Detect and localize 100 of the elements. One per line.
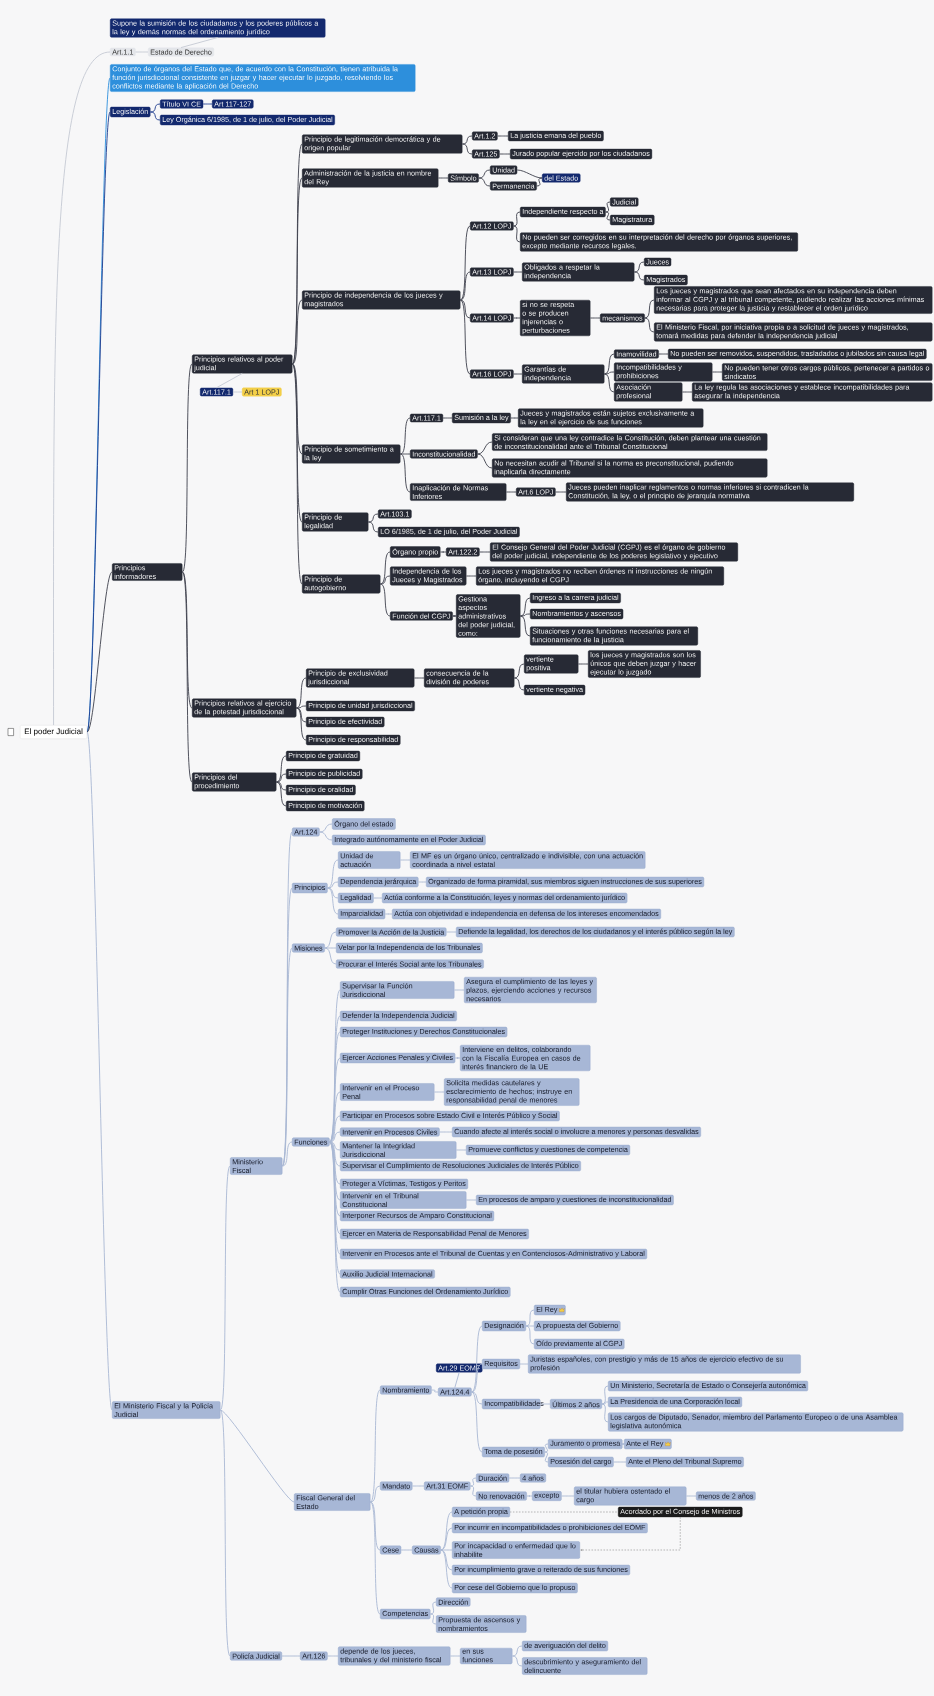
connector — [477, 441, 493, 455]
connector — [513, 677, 525, 691]
connector — [519, 597, 531, 617]
connector — [319, 831, 333, 841]
connector — [589, 317, 601, 319]
connector — [384, 913, 393, 915]
connector — [291, 363, 303, 455]
connector — [86, 571, 113, 733]
connector — [459, 271, 471, 301]
connector — [150, 103, 161, 113]
connector — [327, 1655, 339, 1657]
connector — [429, 1601, 437, 1615]
connector — [327, 859, 339, 889]
connector — [510, 417, 519, 419]
connector — [461, 135, 473, 145]
connector — [181, 571, 193, 709]
connector — [465, 1199, 477, 1201]
connector — [681, 391, 693, 393]
connector — [433, 1091, 445, 1093]
connector — [329, 1141, 341, 1167]
connector — [519, 613, 531, 617]
connector — [275, 781, 287, 807]
connector — [454, 1371, 460, 1389]
connector — [399, 453, 411, 455]
connector — [369, 1501, 381, 1615]
connector — [459, 299, 471, 375]
connector — [295, 707, 307, 741]
connector — [536, 177, 543, 187]
connector — [440, 1549, 453, 1589]
connector — [418, 881, 427, 883]
connector — [429, 1613, 437, 1625]
connector — [327, 887, 339, 899]
connector — [399, 453, 411, 493]
connector — [439, 1131, 453, 1133]
connector — [580, 1516, 681, 1551]
connector — [324, 947, 337, 965]
connector — [53, 51, 111, 726]
connector — [295, 707, 307, 723]
connector — [633, 261, 645, 273]
connector — [367, 521, 379, 533]
connector — [202, 103, 213, 105]
connector — [465, 575, 477, 577]
connector — [461, 143, 473, 155]
connector — [181, 363, 193, 573]
connector — [513, 211, 521, 227]
connector — [603, 353, 615, 375]
connector — [181, 571, 193, 783]
connector — [505, 491, 517, 493]
connector — [513, 271, 523, 273]
connector — [526, 1495, 533, 1497]
connector — [471, 1363, 483, 1393]
connector — [455, 1149, 467, 1151]
connector — [399, 417, 411, 455]
connector — [479, 551, 491, 553]
connector — [369, 1485, 381, 1503]
connector — [477, 453, 493, 469]
connector — [601, 1401, 609, 1405]
connector — [516, 169, 543, 179]
connector — [499, 153, 511, 155]
connector — [513, 225, 521, 243]
connector — [613, 1461, 627, 1463]
connector — [442, 417, 453, 419]
connector — [440, 551, 447, 553]
connector — [327, 881, 339, 889]
connector — [281, 1141, 293, 1167]
connector — [471, 1391, 483, 1453]
connector — [513, 663, 525, 679]
connector — [446, 931, 457, 933]
connector — [633, 271, 645, 281]
connector — [539, 1403, 551, 1405]
connector — [644, 317, 655, 333]
connector — [459, 299, 471, 319]
connector — [440, 1549, 453, 1571]
connector — [478, 177, 491, 187]
connector — [644, 299, 655, 319]
connector — [605, 211, 611, 221]
connector — [478, 169, 491, 179]
connector — [379, 583, 391, 617]
connector — [413, 677, 425, 679]
connector — [603, 373, 615, 393]
connector — [511, 1645, 523, 1657]
connector — [513, 317, 521, 319]
connector — [437, 177, 449, 179]
connector — [525, 1325, 535, 1327]
connector — [275, 755, 287, 783]
connector — [291, 363, 303, 585]
connector — [601, 1403, 609, 1423]
connector — [275, 773, 287, 783]
connector — [513, 373, 523, 375]
connector — [544, 1451, 549, 1463]
connector — [281, 887, 293, 1167]
connector — [180, 37, 219, 48]
connector — [431, 1389, 439, 1393]
connector — [219, 1165, 231, 1411]
connector — [459, 225, 471, 301]
connector — [497, 135, 509, 137]
connector — [519, 615, 531, 637]
connector — [685, 1495, 697, 1497]
connector — [329, 1141, 341, 1217]
connector — [291, 363, 303, 523]
